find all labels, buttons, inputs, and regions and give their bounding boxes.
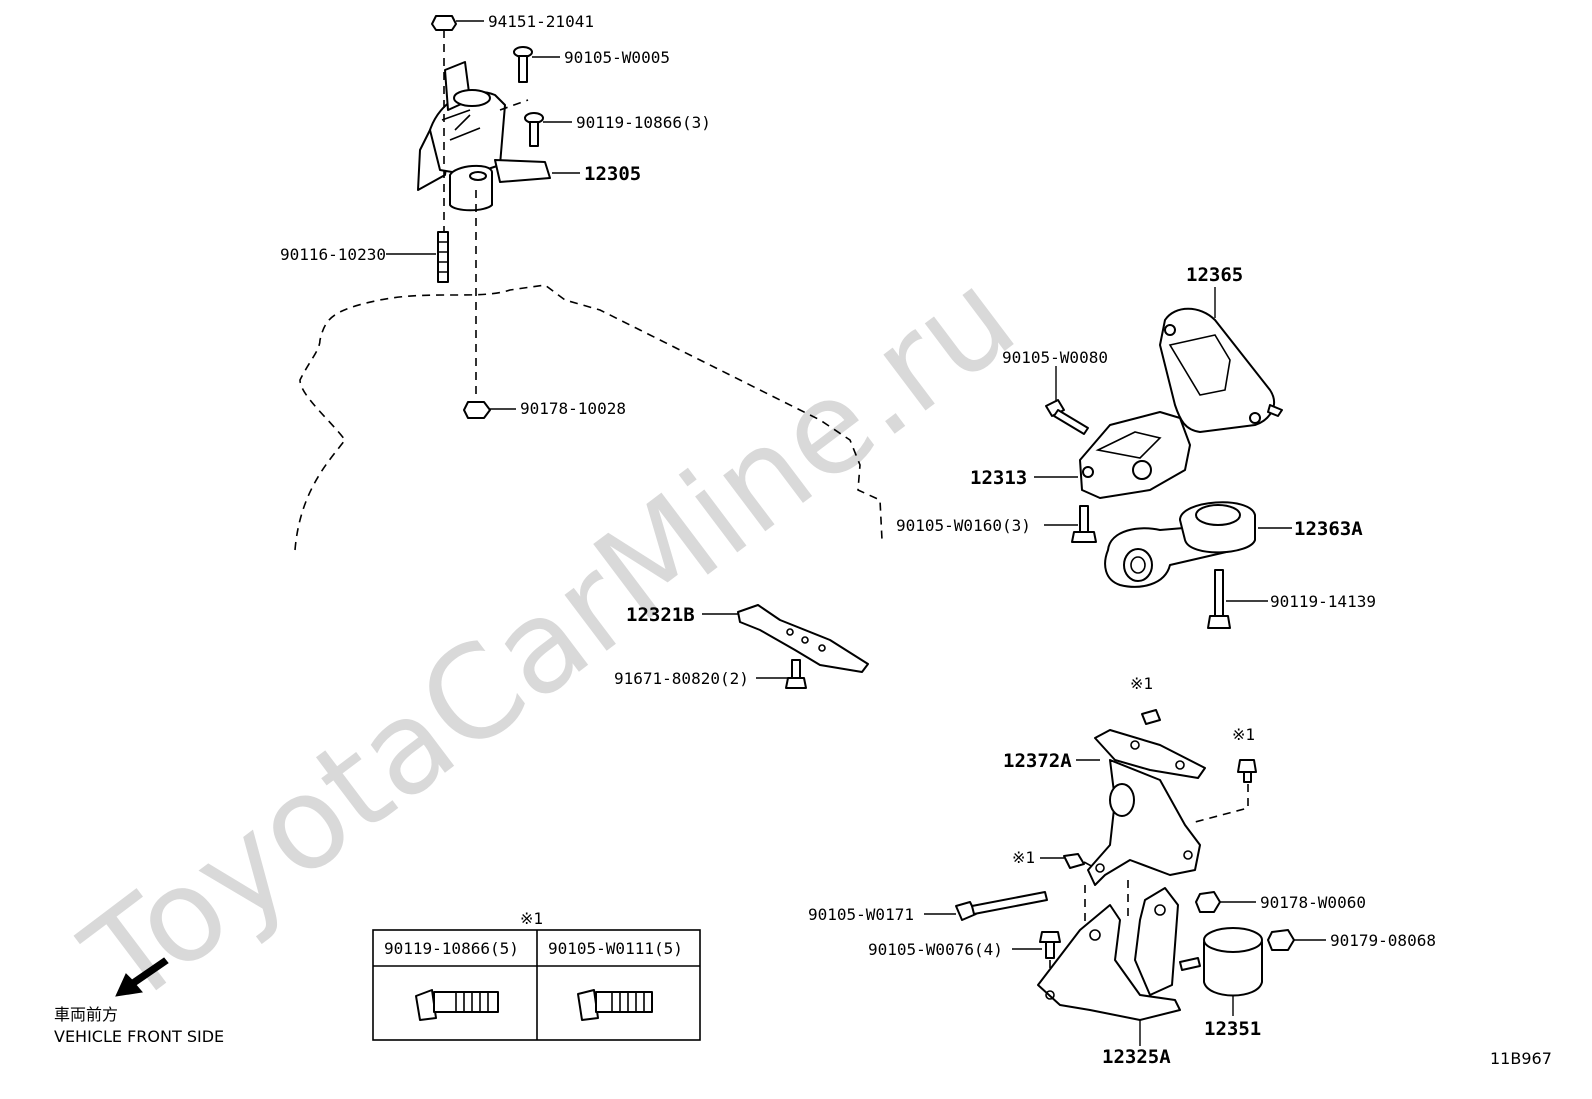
label-12363A: 12363A bbox=[1294, 518, 1363, 540]
label-12351: 12351 bbox=[1204, 1018, 1261, 1040]
vehicle-front-en: VEHICLE FRONT SIDE bbox=[54, 1027, 224, 1046]
bolt-90105-W0111-icon bbox=[577, 989, 653, 1021]
table-col1-header: 90119-10866(5) bbox=[384, 939, 519, 958]
label-94151-21041: 94151-21041 bbox=[488, 12, 594, 31]
label-90179-08068: 90179-08068 bbox=[1330, 931, 1436, 950]
engine-outline bbox=[294, 284, 883, 551]
mark-1-right: ※1 bbox=[1232, 725, 1255, 744]
table-mark-1: ※1 bbox=[520, 909, 543, 928]
label-91671-80820-2: 91671-80820(2) bbox=[614, 669, 749, 688]
nut-90178-W0060 bbox=[1195, 891, 1221, 913]
bolt-91671-80820 bbox=[785, 659, 807, 689]
mount-12313 bbox=[1079, 411, 1191, 499]
nut-90179-08068 bbox=[1267, 929, 1295, 951]
label-90105-W0160-3: 90105-W0160(3) bbox=[896, 516, 1031, 535]
vehicle-front-jp: 車両前方 bbox=[54, 1005, 118, 1024]
label-90178-W0060: 90178-W0060 bbox=[1260, 893, 1366, 912]
label-90178-10028: 90178-10028 bbox=[520, 399, 626, 418]
stud-90116-10230 bbox=[437, 231, 449, 283]
label-12365: 12365 bbox=[1186, 264, 1243, 286]
reference-table bbox=[372, 929, 701, 1041]
label-12313: 12313 bbox=[970, 467, 1027, 489]
torque-rod-12363A bbox=[1104, 501, 1256, 588]
figure-code: 11B967 bbox=[1490, 1049, 1552, 1068]
label-90119-14139: 90119-14139 bbox=[1270, 592, 1376, 611]
bolt-90119-10866-icon bbox=[415, 989, 499, 1021]
bolt-90119-14139 bbox=[1207, 569, 1231, 629]
bolt-90105-W0005 bbox=[513, 46, 533, 83]
mark-1-left: ※1 bbox=[1012, 848, 1035, 867]
label-90105-W0171: 90105-W0171 bbox=[808, 905, 914, 924]
bracket-12325A bbox=[1037, 887, 1201, 1021]
bracket-12321B bbox=[737, 604, 869, 673]
bolt-mark1-top bbox=[1141, 709, 1161, 725]
label-90105-W0076-4: 90105-W0076(4) bbox=[868, 940, 1003, 959]
mark-1-top: ※1 bbox=[1130, 674, 1153, 693]
label-12372A: 12372A bbox=[1003, 750, 1072, 772]
label-12321B: 12321B bbox=[626, 604, 695, 626]
nut-94151-21041 bbox=[431, 15, 457, 31]
table-col2-header: 90105-W0111(5) bbox=[548, 939, 683, 958]
bolt-90105-W0160 bbox=[1071, 505, 1097, 543]
bolt-90105-W0080 bbox=[1045, 399, 1089, 435]
label-12325A: 12325A bbox=[1102, 1046, 1171, 1068]
bolt-mark1-right bbox=[1237, 759, 1257, 783]
label-90105-W0005: 90105-W0005 bbox=[564, 48, 670, 67]
nut-90178-10028 bbox=[463, 401, 491, 419]
vehicle-front-arrow-icon bbox=[115, 957, 169, 997]
bracket-12372A bbox=[1087, 729, 1206, 886]
bushing-12351 bbox=[1203, 927, 1263, 997]
bolt-90105-W0171 bbox=[955, 891, 1048, 921]
label-90116-10230: 90116-10230 bbox=[280, 245, 386, 264]
label-90119-10866-3: 90119-10866(3) bbox=[576, 113, 711, 132]
mount-12305 bbox=[417, 61, 551, 212]
label-12305: 12305 bbox=[584, 163, 641, 185]
bolt-mark1-left bbox=[1063, 853, 1085, 869]
bolt-90119-10866 bbox=[524, 112, 544, 147]
bracket-12365 bbox=[1159, 307, 1283, 433]
label-90105-W0080: 90105-W0080 bbox=[1002, 348, 1108, 367]
bolt-90105-W0076 bbox=[1039, 931, 1061, 959]
